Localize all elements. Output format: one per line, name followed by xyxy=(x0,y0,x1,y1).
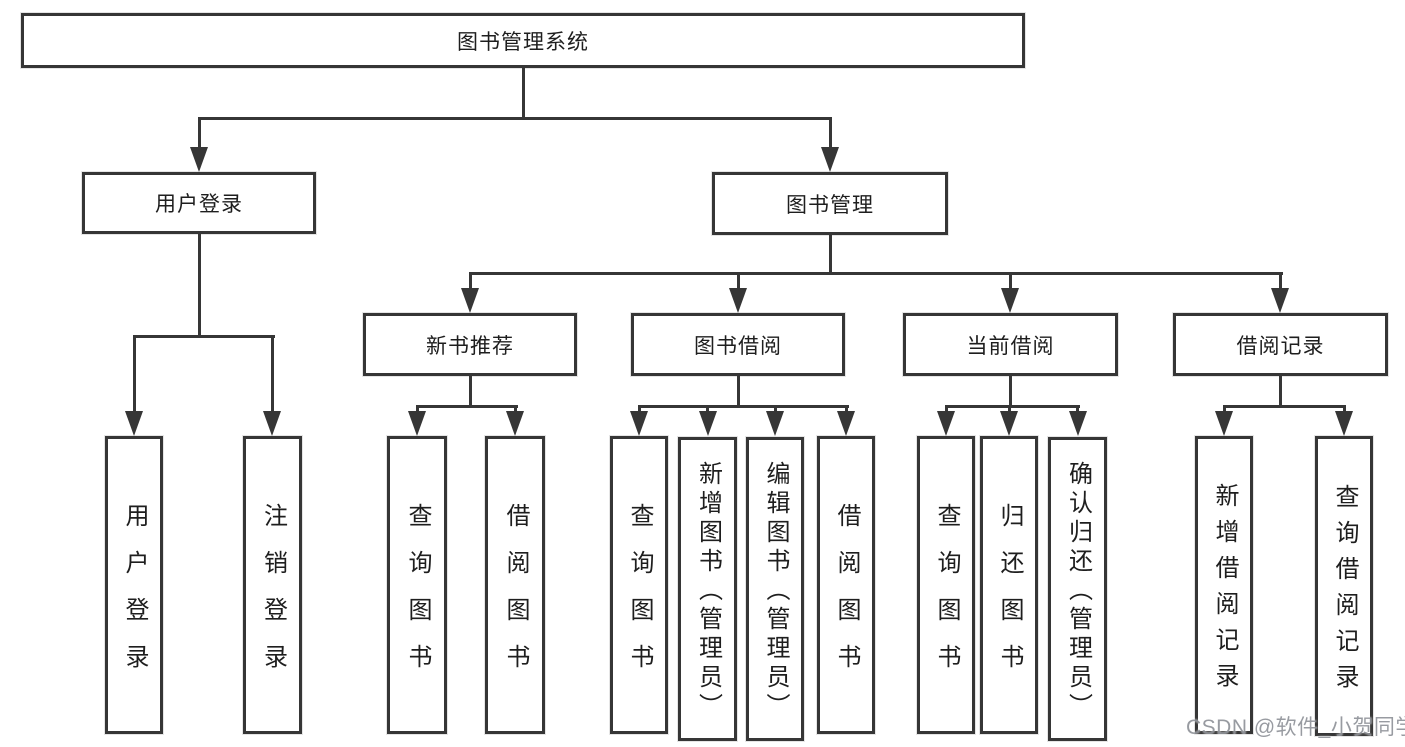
node-new-book-recommend: 新书推荐 xyxy=(363,313,577,376)
connector-drop xyxy=(1342,405,1346,414)
node-borrow-book-2-label: 借阅图书 xyxy=(833,502,860,691)
connector-records-split xyxy=(1222,405,1346,408)
node-user-login-label: 用户登录 xyxy=(155,193,243,216)
connector-borrowing-split xyxy=(637,405,849,408)
node-edit-book-admin: 编辑图书（管理员） xyxy=(746,437,804,741)
arrowhead-down-icon xyxy=(461,288,479,313)
node-borrow-book-1: 借阅图书 xyxy=(485,436,545,734)
connector-drop xyxy=(132,335,136,413)
node-root: 图书管理系统 xyxy=(21,13,1025,68)
connector-drop xyxy=(1279,272,1282,290)
connector-drop xyxy=(513,405,517,414)
watermark-text: CSDN @软件_小贺同学 xyxy=(1186,716,1405,739)
arrowhead-down-icon xyxy=(1000,411,1018,436)
node-current-borrowing-label: 当前借阅 xyxy=(966,334,1055,358)
arrowhead-down-icon xyxy=(1335,411,1353,436)
arrowhead-down-icon xyxy=(630,411,648,436)
arrowhead-down-icon xyxy=(766,411,784,436)
node-book-mgmt: 图书管理 xyxy=(712,172,948,235)
arrowhead-down-icon xyxy=(729,288,747,313)
arrowhead-down-icon xyxy=(937,411,955,436)
connector-drop xyxy=(706,405,709,414)
connector-drop xyxy=(736,272,740,290)
node-book-mgmt-label: 图书管理 xyxy=(786,193,874,217)
node-confirm-return-admin: 确认归还（管理员） xyxy=(1048,437,1107,741)
node-current-borrowing: 当前借阅 xyxy=(903,313,1118,376)
connector-login-split xyxy=(132,335,275,338)
arrowhead-down-icon xyxy=(408,411,426,436)
node-logout-leaf: 注销登录 xyxy=(243,436,302,734)
node-new-book-recommend-label: 新书推荐 xyxy=(426,334,514,358)
node-book-borrowing: 图书借阅 xyxy=(631,313,845,376)
node-return-book: 归还图书 xyxy=(980,436,1038,734)
connector-drop-mgmt xyxy=(828,117,832,149)
arrowhead-down-icon xyxy=(263,411,281,436)
node-root-label: 图书管理系统 xyxy=(457,30,589,54)
connector-drop xyxy=(637,405,641,414)
node-edit-book-admin-label: 编辑图书（管理员） xyxy=(762,461,789,722)
node-return-book-label: 归还图书 xyxy=(996,502,1023,691)
arrowhead-down-icon xyxy=(1001,288,1019,313)
connector-drop xyxy=(944,405,948,414)
node-query-books-2: 查询图书 xyxy=(610,436,668,734)
connector-mgmt-split xyxy=(468,272,1283,275)
node-add-book-admin-label: 新增图书（管理员） xyxy=(694,461,722,722)
node-query-books-2-label: 查询图书 xyxy=(626,502,653,691)
arrowhead-down-icon xyxy=(1271,288,1289,313)
arrowhead-down-icon xyxy=(698,411,717,436)
node-query-borrow-record: 查询借阅记录 xyxy=(1315,436,1373,736)
connector-root-stem xyxy=(521,68,525,119)
arrowhead-down-icon xyxy=(837,411,855,436)
connector-drop-login xyxy=(197,117,201,149)
connector-recommend-split xyxy=(415,405,518,408)
connector-drop xyxy=(1076,405,1079,414)
node-confirm-return-admin-label: 确认归还（管理员） xyxy=(1064,461,1092,722)
connector-drop xyxy=(773,405,777,414)
arrowhead-down-icon xyxy=(125,411,143,436)
connector-current-split xyxy=(944,405,1080,408)
node-query-books-3: 查询图书 xyxy=(917,436,975,734)
connector-login-stem xyxy=(197,234,201,337)
node-logout-leaf-label: 注销登录 xyxy=(259,502,287,691)
connector-root-split xyxy=(197,117,832,120)
connector-drop xyxy=(415,405,419,414)
node-user-login: 用户登录 xyxy=(82,172,316,234)
connector-current-stem xyxy=(1008,376,1012,407)
connector-borrowing-stem xyxy=(736,376,740,407)
connector-records-stem xyxy=(1278,376,1282,407)
node-query-books-1: 查询图书 xyxy=(387,436,447,734)
node-query-books-3-label: 查询图书 xyxy=(933,502,960,691)
node-add-borrow-record-label: 新增借阅记录 xyxy=(1211,483,1238,699)
arrowhead-down-icon xyxy=(506,411,524,436)
node-borrow-book-2: 借阅图书 xyxy=(817,436,875,734)
connector-drop xyxy=(271,335,274,413)
connector-drop xyxy=(844,405,848,414)
arrowhead-down-icon xyxy=(821,147,839,172)
node-query-borrow-record-label: 查询借阅记录 xyxy=(1331,484,1358,700)
node-user-login-leaf: 用户登录 xyxy=(105,436,163,734)
connector-mgmt-stem xyxy=(828,235,832,275)
node-user-login-leaf-label: 用户登录 xyxy=(121,502,148,691)
node-borrow-book-1-label: 借阅图书 xyxy=(502,502,529,691)
connector-drop xyxy=(1222,405,1226,414)
connector-recommend-stem xyxy=(468,376,472,407)
connector-drop xyxy=(468,272,472,290)
node-borrowing-records-label: 借阅记录 xyxy=(1236,334,1325,358)
node-query-books-1-label: 查询图书 xyxy=(404,502,431,691)
node-add-book-admin: 新增图书（管理员） xyxy=(678,437,737,741)
node-borrowing-records: 借阅记录 xyxy=(1173,313,1388,376)
arrowhead-down-icon xyxy=(1068,411,1087,436)
node-book-borrowing-label: 图书借阅 xyxy=(694,334,782,358)
node-add-borrow-record: 新增借阅记录 xyxy=(1195,436,1253,734)
arrowhead-down-icon xyxy=(190,147,208,172)
connector-drop xyxy=(1007,405,1011,414)
arrowhead-down-icon xyxy=(1215,411,1233,436)
connector-drop xyxy=(1008,272,1012,290)
